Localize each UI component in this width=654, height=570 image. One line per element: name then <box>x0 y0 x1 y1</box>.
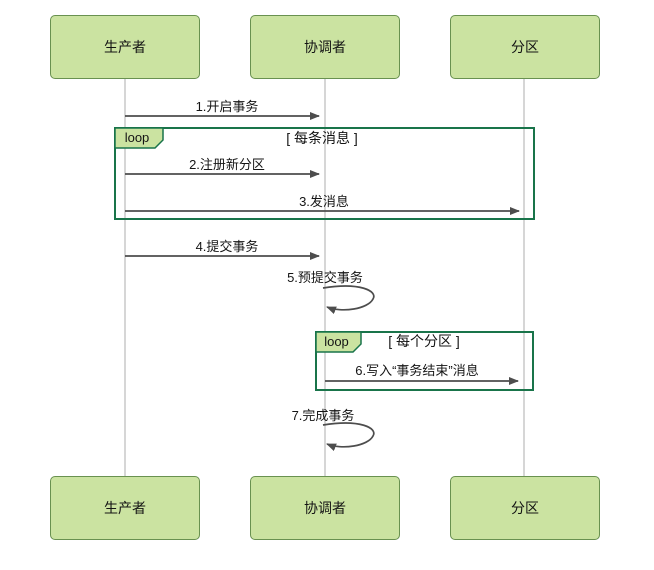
actor-producer-top: 生产者 <box>50 15 200 79</box>
actor-label: 协调者 <box>304 500 346 516</box>
loop-guard-1: [ 每条消息 ] <box>286 130 358 146</box>
message-label-5: 5.预提交事务 <box>287 270 363 285</box>
actor-label: 生产者 <box>104 39 146 55</box>
actor-partition-top: 分区 <box>450 15 600 79</box>
actor-label: 分区 <box>511 500 539 516</box>
self-message-arrow-7 <box>322 422 375 452</box>
self-message-arrow-5 <box>322 285 375 315</box>
actor-label: 生产者 <box>104 500 146 516</box>
message-label-1: 1.开启事务 <box>195 99 259 114</box>
loop-tab-2 <box>315 331 362 353</box>
message-label-4: 4.提交事务 <box>195 239 259 254</box>
message-label-6: 6.写入“事务结束”消息 <box>355 363 479 378</box>
message-label-2: 2.注册新分区 <box>189 157 265 172</box>
loop-frame-each-message <box>114 127 535 220</box>
actor-label: 协调者 <box>304 39 346 55</box>
actor-producer-bottom: 生产者 <box>50 476 200 540</box>
actor-coordinator-bottom: 协调者 <box>250 476 400 540</box>
actor-label: 分区 <box>511 39 539 55</box>
loop-frame-each-partition <box>315 331 534 391</box>
loop-keyword-2: loop <box>324 334 349 349</box>
actor-partition-bottom: 分区 <box>450 476 600 540</box>
loop-keyword-1: loop <box>124 130 150 145</box>
message-label-7: 7.完成事务 <box>291 408 355 423</box>
loop-guard-2: [ 每个分区 ] <box>388 333 460 349</box>
actor-coordinator-top: 协调者 <box>250 15 400 79</box>
loop-tab-1 <box>114 127 164 149</box>
message-label-3: 3.发消息 <box>299 194 349 209</box>
